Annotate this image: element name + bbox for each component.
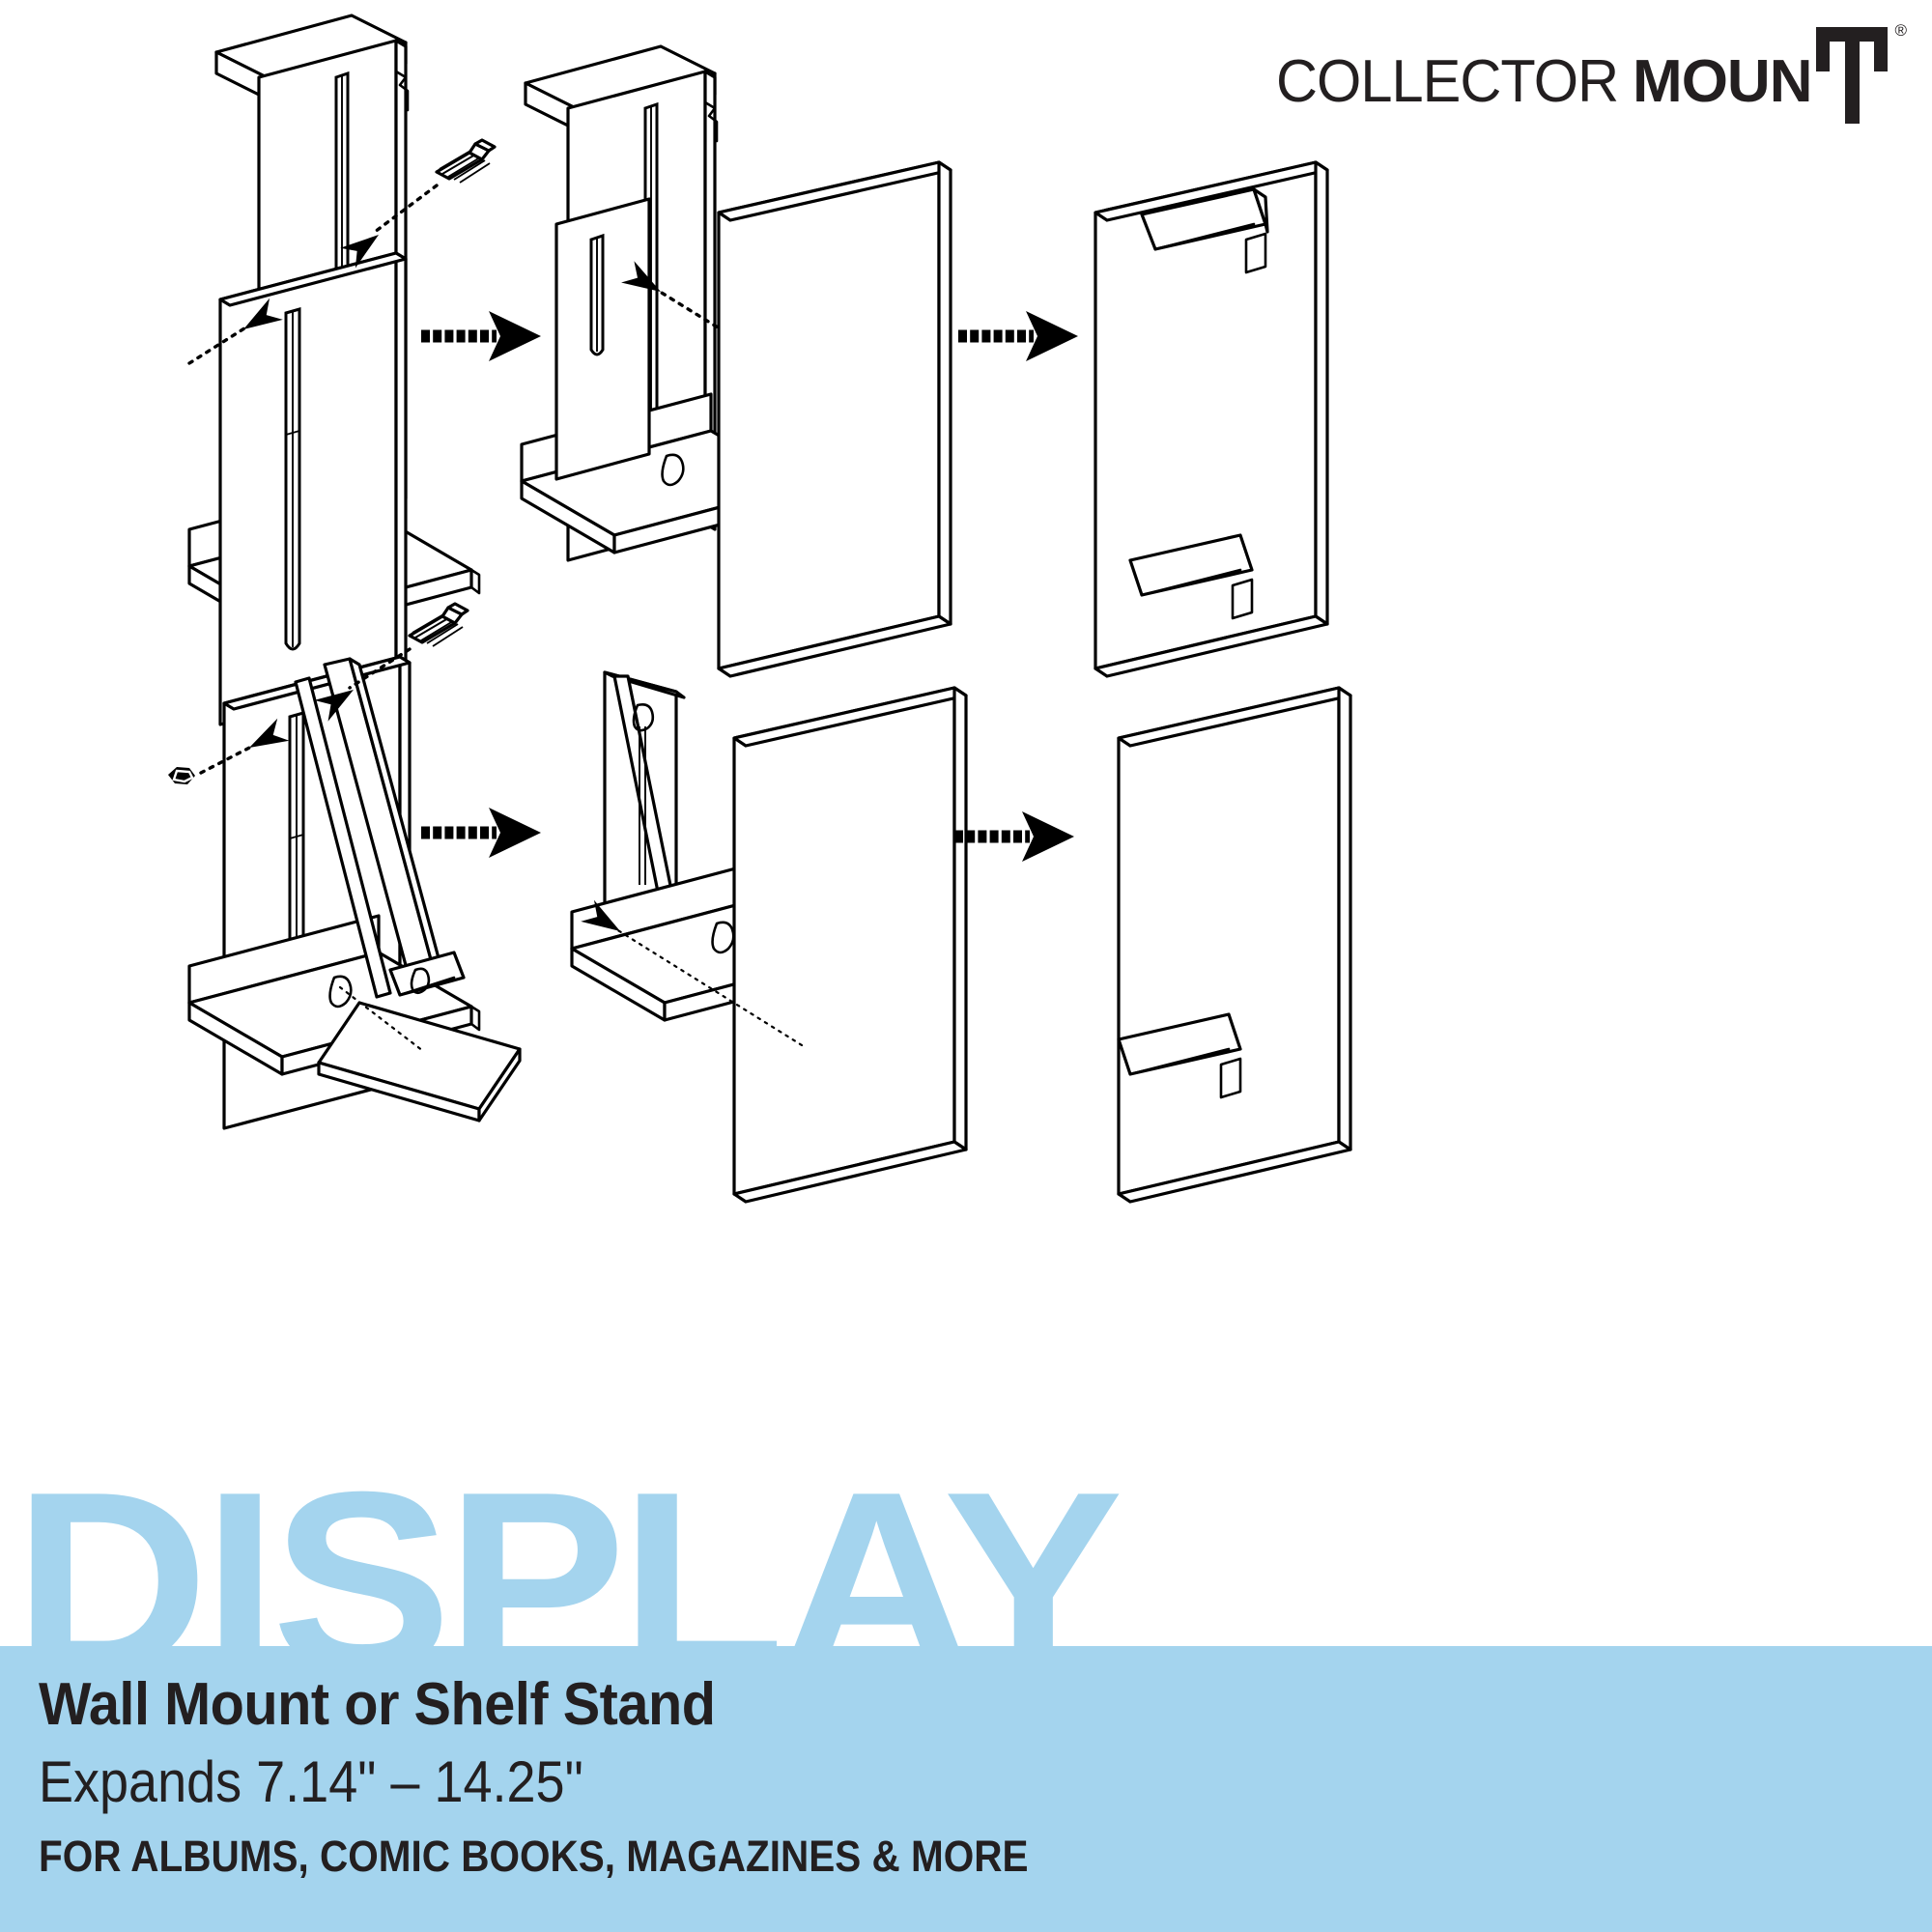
registered-trademark-symbol: ® — [1894, 21, 1907, 40]
row2-step1 — [166, 602, 522, 1130]
row1-step1 — [187, 14, 497, 726]
nut-icon — [166, 765, 197, 786]
row1-step2 — [520, 44, 831, 562]
assembly-diagram: .ln{fill:#fff;stroke:#000;stroke-width:3… — [166, 14, 1352, 1204]
flow-arrow-1 — [421, 311, 541, 361]
row1-step4 — [1094, 160, 1329, 678]
screw-icon-2 — [408, 602, 469, 648]
row2-step2 — [570, 670, 968, 1204]
logo-collector-text: COLLECTOR — [1276, 48, 1619, 115]
product-uses: FOR ALBUMS, COMIC BOOKS, MAGAZINES & MOR… — [39, 1832, 1029, 1882]
collectormount-t-mark-icon — [1816, 27, 1889, 124]
flow-arrow-2 — [958, 311, 1078, 361]
row2-step3 — [1117, 686, 1352, 1204]
product-subtitle: Wall Mount or Shelf Stand — [39, 1671, 716, 1738]
logo-mount-text: MOUN — [1633, 48, 1812, 115]
info-band: Wall Mount or Shelf Stand Expands 7.14" … — [0, 1646, 1932, 1932]
headline-display: DISPLAY — [14, 1438, 1123, 1723]
screw-icon — [435, 138, 497, 185]
row1-album — [717, 160, 952, 678]
product-dimensions: Expands 7.14" – 14.25" — [39, 1749, 583, 1815]
flow-arrow-3 — [421, 808, 541, 858]
flow-arrow-4 — [954, 811, 1074, 862]
